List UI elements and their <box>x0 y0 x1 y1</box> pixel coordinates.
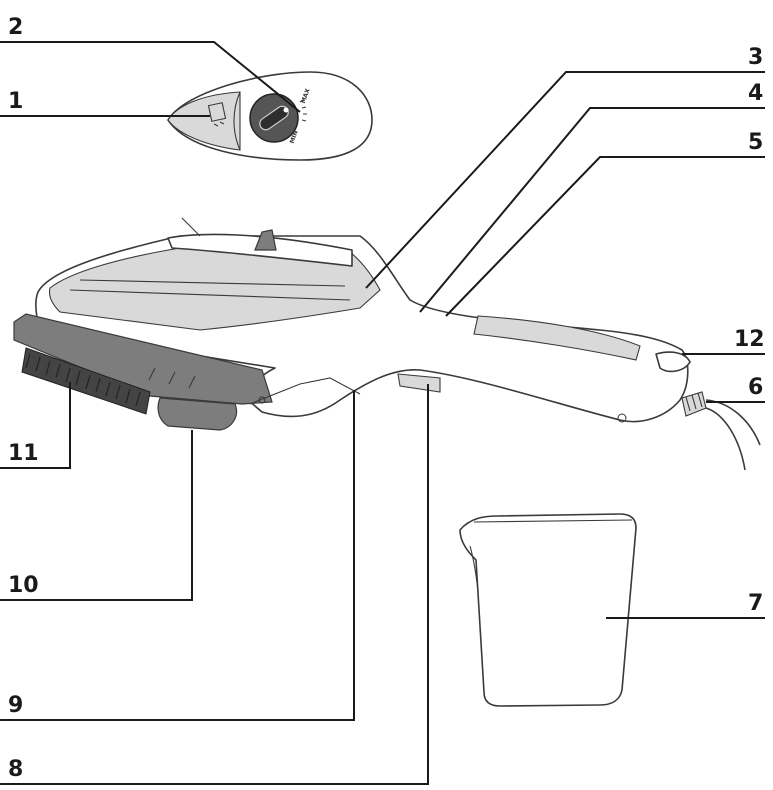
dial-min-label: MIN <box>289 130 300 145</box>
callout-4: 4 <box>748 81 763 106</box>
callout-8: 8 <box>8 757 23 782</box>
callout-10: 10 <box>8 573 39 598</box>
callout-12: 12 <box>734 327 765 352</box>
dial-max-label: MAX <box>300 87 312 104</box>
callout-5: 5 <box>748 130 763 155</box>
brush <box>21 347 151 415</box>
callout-1: 1 <box>8 89 23 114</box>
lint-pad <box>157 397 238 431</box>
handle-grip <box>473 315 641 361</box>
steam-trigger[interactable] <box>397 373 441 393</box>
callout-labels: 2 1 3 4 5 12 6 7 11 10 9 8 <box>8 15 765 782</box>
steam-icon <box>207 102 227 127</box>
leader-lines <box>0 41 765 785</box>
control-panel: MAX MIN <box>167 71 373 161</box>
callout-3: 3 <box>748 45 763 70</box>
callout-11: 11 <box>8 441 39 466</box>
callout-9: 9 <box>8 693 23 718</box>
callout-7: 7 <box>748 591 763 616</box>
callout-6: 6 <box>748 375 763 400</box>
callout-2: 2 <box>8 15 23 40</box>
water-beaker <box>459 513 637 707</box>
steamer-body <box>13 217 761 471</box>
